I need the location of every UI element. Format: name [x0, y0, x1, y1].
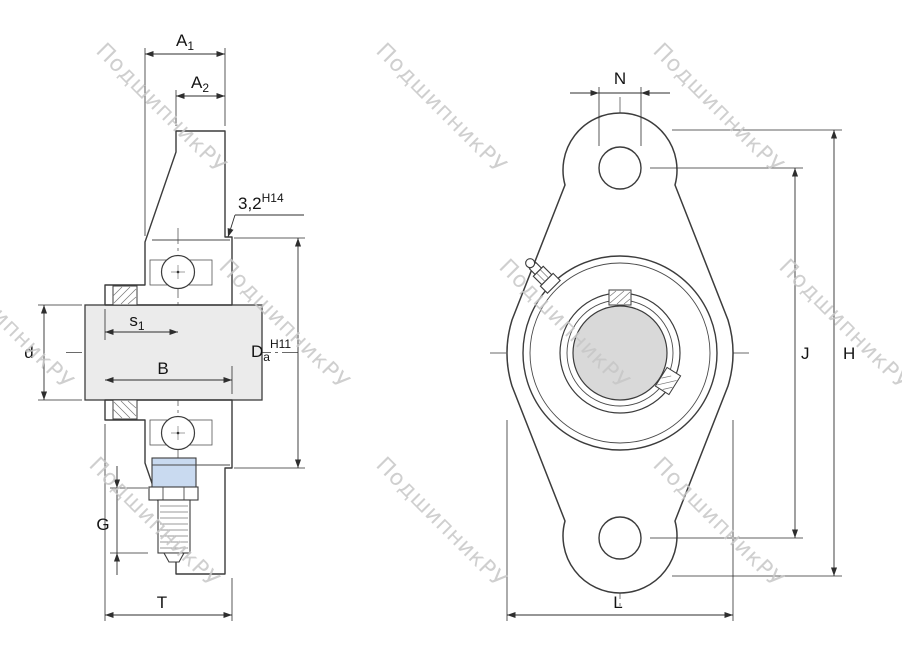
dim-h: H	[672, 129, 855, 577]
set-screw-lower	[112, 399, 138, 420]
watermark-text: ПодшипникРУ	[371, 39, 511, 179]
housing-upper-section	[104, 130, 233, 306]
shaft	[84, 304, 263, 401]
dim-b: B	[105, 359, 233, 394]
lube-boss	[151, 457, 197, 489]
surface-note-label: 3,2H14	[238, 191, 284, 213]
dim-da-label: DaH11	[251, 337, 291, 364]
surface-note: 3,2H14	[227, 191, 304, 238]
watermark-text: ПодшипникРУ	[91, 39, 231, 179]
housing-seat-circle	[522, 255, 718, 451]
bolt-hole-bottom	[598, 516, 642, 560]
dim-t-label: T	[157, 593, 167, 612]
dim-da: DaH11	[234, 237, 305, 469]
dim-a1: A1	[144, 31, 226, 236]
watermark-text: ПодшипникРУ	[371, 453, 511, 593]
dim-n: N	[570, 69, 670, 146]
dim-s1-label: s1	[129, 311, 145, 333]
dim-h-label: H	[843, 344, 855, 363]
ball-upper	[160, 254, 196, 290]
spherical-seat-circle	[529, 262, 711, 444]
dim-g-label: G	[96, 515, 109, 534]
dim-a2: A2	[175, 73, 225, 126]
watermark-text: ПодшипникРУ	[0, 255, 78, 395]
dim-n-label: N	[614, 69, 626, 88]
set-screw-upper	[112, 285, 138, 306]
bolt-hole-top	[598, 146, 642, 190]
grease-fitting-section	[148, 486, 199, 563]
dim-t: T	[104, 424, 233, 621]
dim-b-label: B	[157, 359, 168, 378]
dim-j: J	[650, 167, 810, 539]
front-set-screw-angled	[654, 366, 682, 396]
dim-j-label: J	[801, 344, 810, 363]
dim-l: L	[506, 420, 734, 621]
dim-l-label: L	[613, 593, 622, 612]
dim-d: d	[24, 304, 82, 401]
ball-lower	[160, 415, 196, 451]
dim-a1-label: A1	[176, 31, 194, 53]
dim-d-label: d	[24, 343, 33, 362]
section-view: A1 A2 3,2H14 s1 d B	[24, 31, 305, 621]
watermark-text: ПодшипникРУ	[774, 255, 902, 395]
front-view: N J H L	[490, 69, 855, 621]
dim-a2-label: A2	[191, 73, 209, 95]
shaft-bore	[572, 305, 668, 401]
dim-g: G	[96, 466, 148, 575]
front-set-screw-top	[608, 289, 632, 306]
grease-nipple	[525, 258, 561, 294]
dim-s1: s1	[104, 309, 178, 340]
